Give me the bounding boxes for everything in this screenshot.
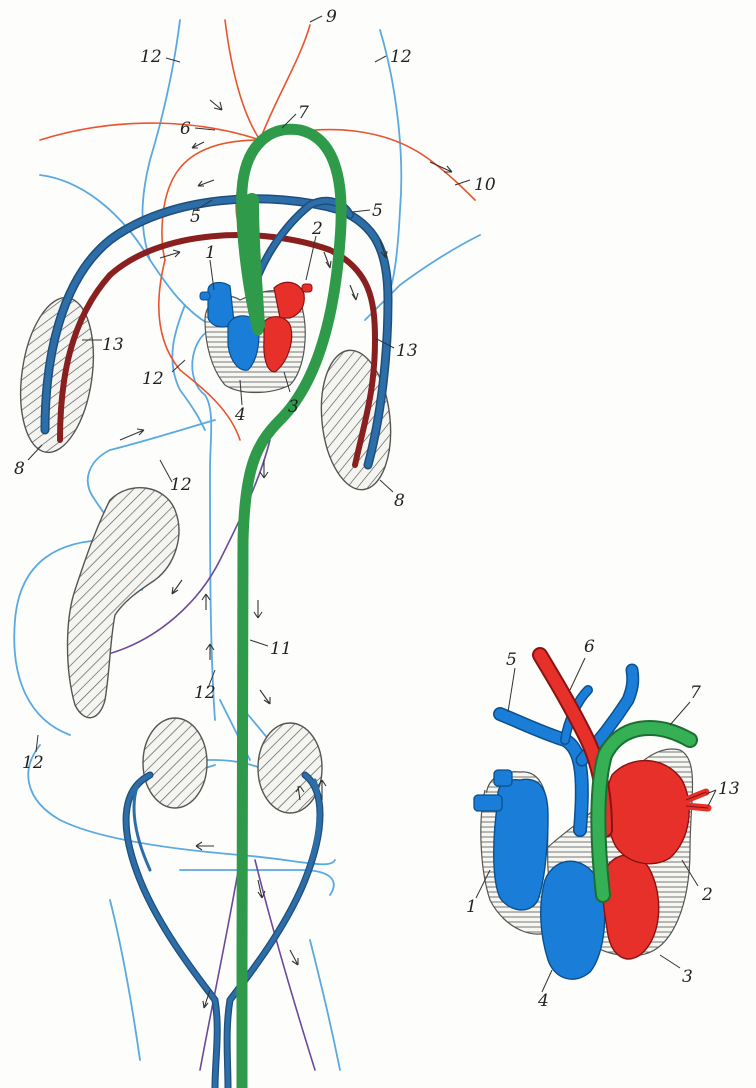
label-8-right: 8 [394,491,405,511]
kidney-pair [143,718,322,813]
label-4-main: 4 [234,405,246,425]
label-4-inset: 4 [537,991,549,1011]
label-12-mid-left: 12 [142,369,164,389]
label-3-inset: 3 [682,967,693,987]
label-12-top-left: 12 [140,47,162,67]
label-12-top-right: 12 [390,47,412,67]
label-6-inset: 6 [584,637,595,657]
label-10: 10 [474,175,496,195]
label-12-liver: 12 [170,475,192,495]
label-5-inset: 5 [506,650,517,670]
label-9: 9 [326,7,337,27]
label-1-inset: 1 [466,897,477,917]
label-13-right: 13 [396,341,418,361]
liver-organ [68,488,179,718]
label-2-inset: 2 [701,885,713,905]
label-7-inset: 7 [690,683,701,703]
label-3-main: 3 [288,397,299,417]
label-8-left: 8 [14,459,25,479]
label-1-main: 1 [205,243,216,263]
label-7-main: 7 [298,103,309,123]
label-12-center: 12 [194,683,216,703]
dorsal-aorta-green [242,129,342,1088]
label-6-main: 6 [180,119,191,139]
label-5-right: 5 [372,201,383,221]
label-2-main: 2 [311,219,323,239]
label-5-left: 5 [190,207,201,227]
label-11: 11 [270,639,292,659]
posterior-veins [126,775,320,1088]
label-13-left: 13 [102,335,124,355]
label-13-inset: 13 [718,779,740,799]
label-12-bottom-left: 12 [22,753,44,773]
